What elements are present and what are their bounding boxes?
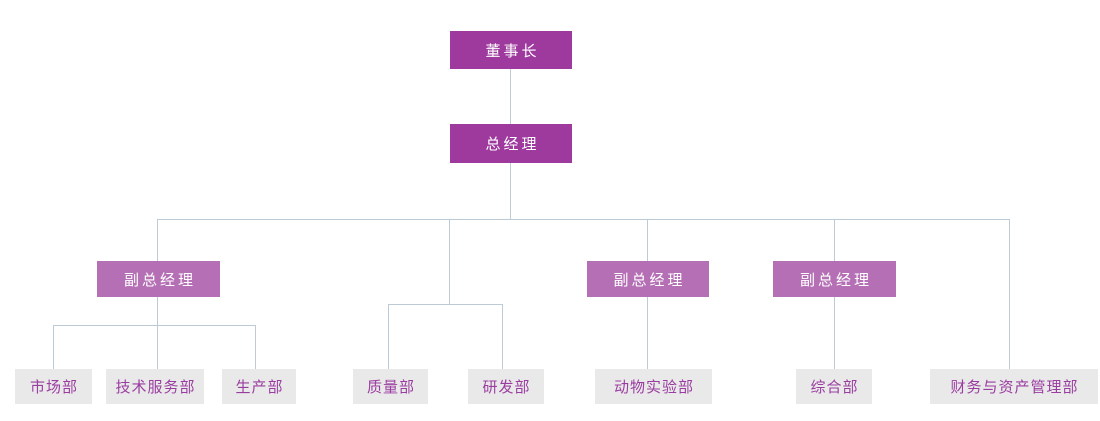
connector-drop-mid-branch bbox=[449, 219, 450, 304]
connector-drop-finance bbox=[1009, 219, 1010, 369]
org-node-quality-dept: 质量部 bbox=[353, 369, 428, 404]
org-node-deputy-gm-2: 副总经理 bbox=[587, 261, 709, 297]
connector-mid-horizontal bbox=[388, 304, 503, 305]
org-node-chairman: 董事长 bbox=[450, 31, 572, 69]
org-node-rd-dept: 研发部 bbox=[468, 369, 544, 404]
connector-deputy1-horizontal bbox=[53, 325, 256, 326]
connector-main-horizontal bbox=[157, 219, 1010, 220]
connector-chairman-gm bbox=[510, 69, 511, 124]
org-node-tech-service-dept: 技术服务部 bbox=[106, 369, 204, 404]
connector-drop-production bbox=[255, 325, 256, 369]
org-node-deputy-gm-3: 副总经理 bbox=[773, 261, 896, 297]
org-node-general-affairs-dept: 综合部 bbox=[796, 369, 872, 404]
connector-drop-marketing bbox=[53, 325, 54, 369]
connector-drop-general-affairs bbox=[834, 297, 835, 369]
connector-drop-deputy2 bbox=[647, 219, 648, 261]
connector-drop-tech-service bbox=[157, 325, 158, 369]
org-node-deputy-gm-1: 副总经理 bbox=[97, 261, 220, 297]
org-node-finance-asset-dept: 财务与资产管理部 bbox=[930, 369, 1098, 404]
connector-drop-deputy1 bbox=[157, 219, 158, 261]
org-node-production-dept: 生产部 bbox=[222, 369, 296, 404]
connector-drop-quality bbox=[388, 304, 389, 369]
connector-gm-trunk bbox=[510, 163, 511, 219]
connector-drop-rd bbox=[502, 304, 503, 369]
org-node-marketing-dept: 市场部 bbox=[15, 369, 92, 404]
connector-drop-deputy3 bbox=[834, 219, 835, 261]
org-node-animal-lab-dept: 动物实验部 bbox=[595, 369, 712, 404]
connector-drop-animal-lab bbox=[647, 297, 648, 369]
connector-deputy1-trunk bbox=[157, 297, 158, 325]
org-node-general-manager: 总经理 bbox=[450, 124, 572, 163]
